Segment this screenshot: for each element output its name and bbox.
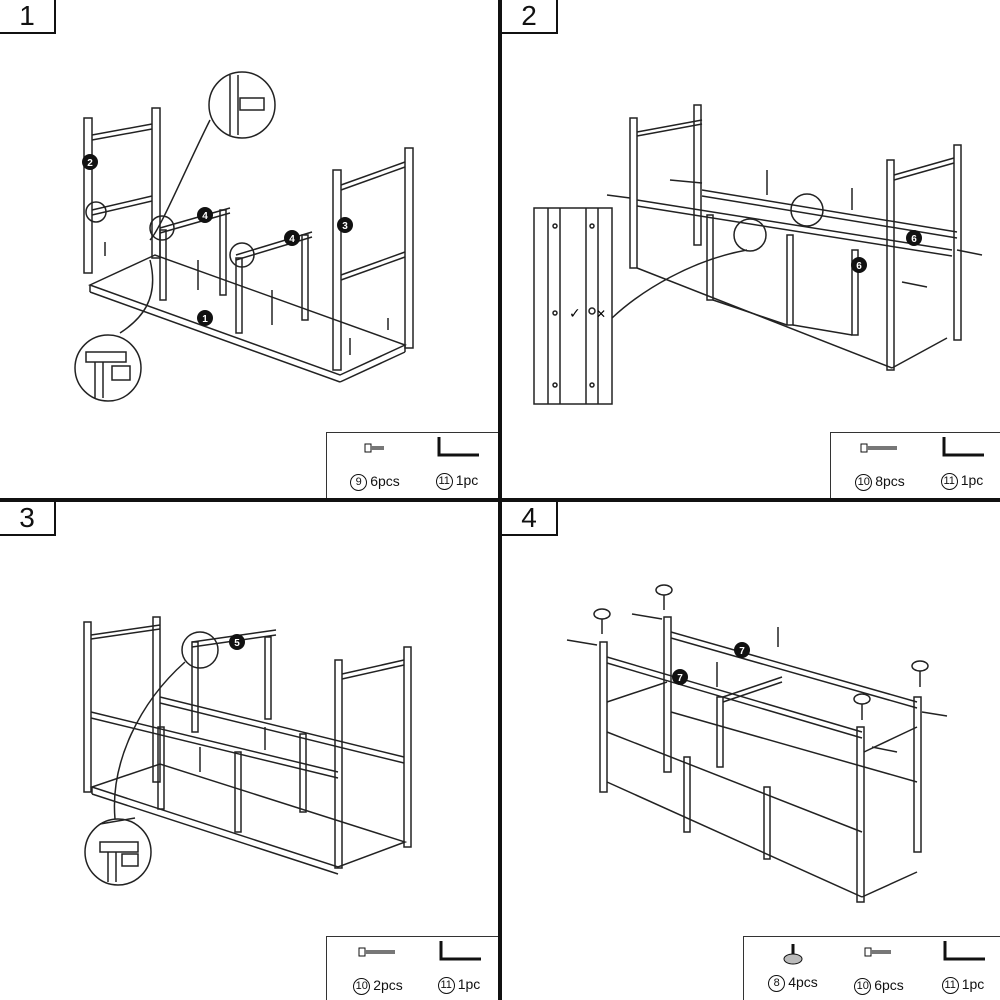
step-1-diagram: 2 4 4 3 1: [74, 71, 414, 402]
step-number: 4: [502, 502, 558, 536]
step-3-diagram: 5: [83, 616, 412, 886]
foot-pads: [593, 584, 929, 720]
foot-pad-icon: [783, 944, 803, 965]
screw-icon: [860, 443, 897, 453]
callout-5: 5: [234, 638, 240, 649]
step-number: 2: [502, 0, 558, 34]
panel-divider-horizontal: [0, 498, 1000, 502]
callout-7: 7: [739, 646, 745, 657]
cross-mark: ✕: [596, 307, 606, 321]
callout-4: 4: [202, 211, 208, 222]
callout-2: 2: [87, 158, 93, 169]
step-1-callouts: 2 4 4 3 1: [82, 154, 353, 326]
screw-icon: [358, 947, 395, 957]
callout-3: 3: [342, 221, 348, 232]
callout-1: 1: [202, 314, 208, 325]
allen-key-icon: [437, 437, 479, 457]
callout-4: 4: [289, 234, 295, 245]
callout-6: 6: [911, 234, 917, 245]
screw-icon: [864, 947, 891, 957]
callout-7: 7: [677, 673, 683, 684]
allen-key-icon: [943, 941, 985, 961]
allen-key-icon: [439, 941, 481, 961]
allen-key-icon: [942, 437, 984, 457]
check-mark: ✓: [569, 306, 581, 322]
step-2-diagram: ✓ ✕ 6 6: [533, 104, 983, 405]
callout-6: 6: [856, 261, 862, 272]
step-number: 1: [0, 0, 56, 34]
screw-icon: [364, 443, 384, 453]
step-number: 3: [0, 502, 56, 536]
step-4-diagram: 7 7: [566, 584, 948, 903]
